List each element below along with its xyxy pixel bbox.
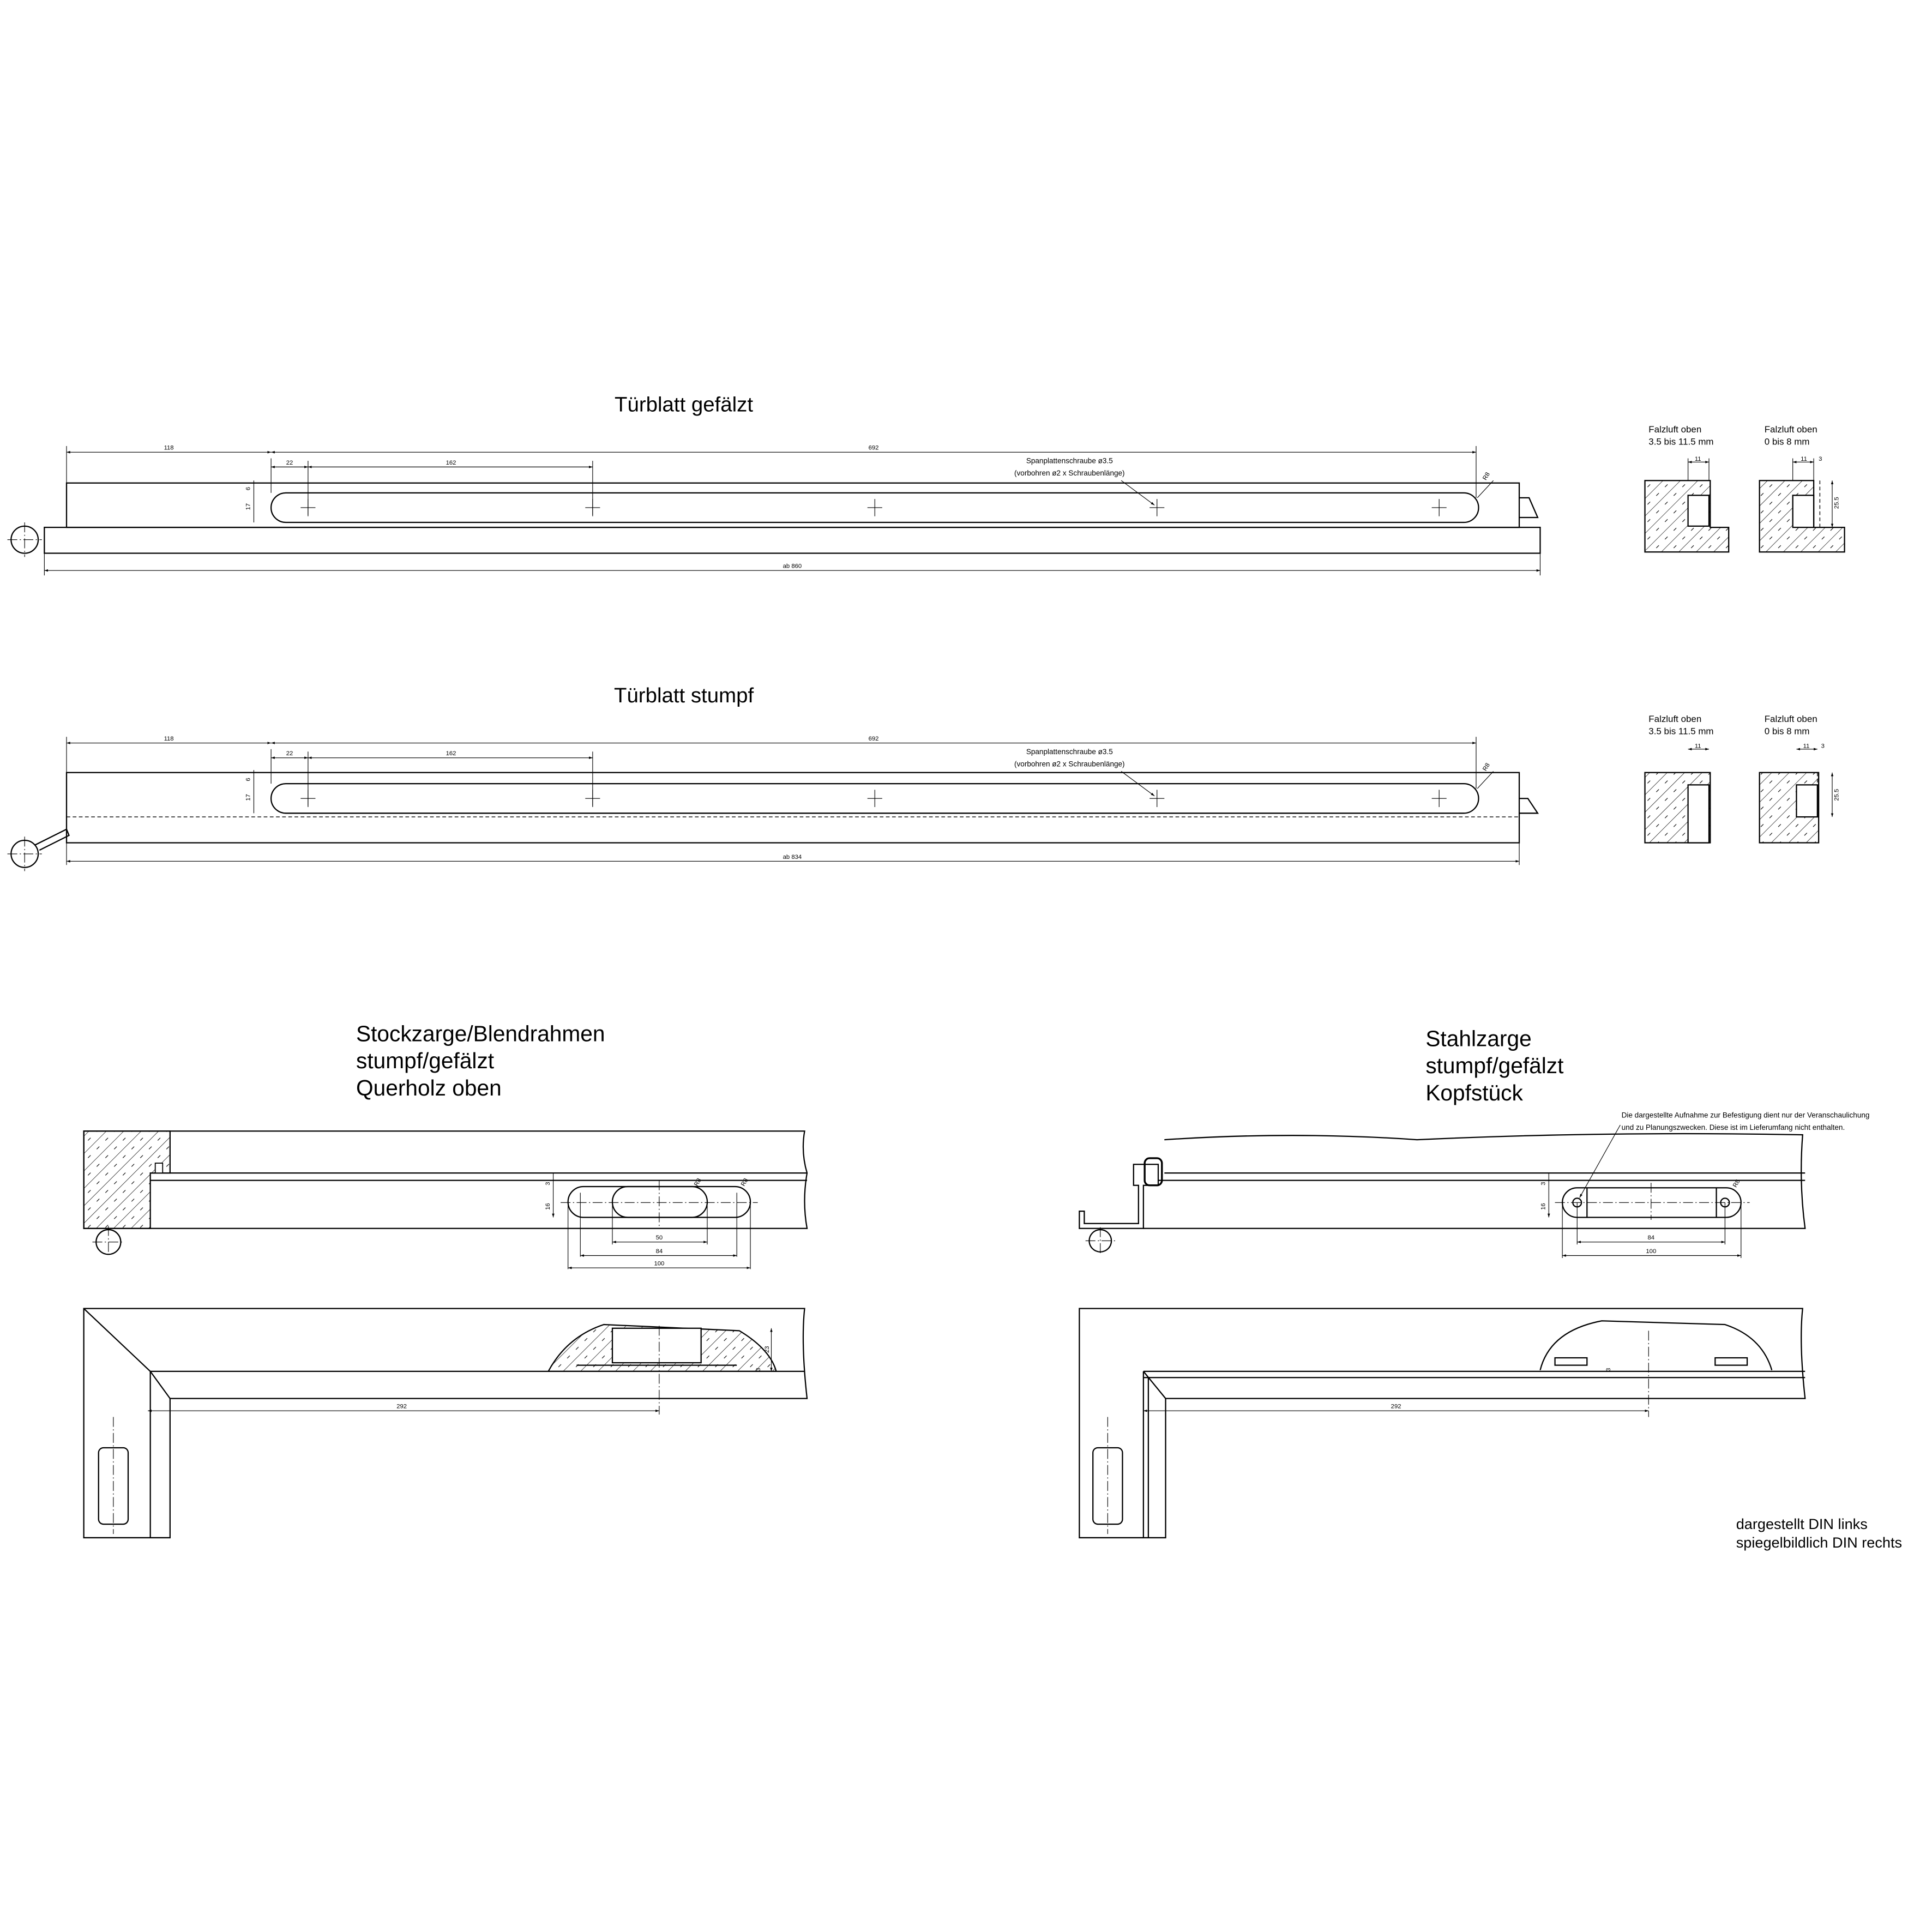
dim-11: 11 <box>1801 456 1807 462</box>
screw-note: Spanplattenschraube ø3.5 <box>1026 457 1113 465</box>
section-label: Falzluft oben <box>1765 714 1817 724</box>
dim-r8: R8 <box>693 1177 703 1187</box>
dim-692: 692 <box>869 445 879 452</box>
screw-crosses <box>300 499 1447 516</box>
latch <box>1519 497 1539 519</box>
dim-16: 16 <box>545 1203 551 1210</box>
note-line-2: und zu Planungszwecken. Diese ist im Lie… <box>1622 1123 1845 1131</box>
din-note-1: dargestellt DIN links <box>1736 1515 1868 1532</box>
seal <box>154 1163 164 1174</box>
dim-r8: R8 <box>1482 471 1491 481</box>
dim-3: 3 <box>1821 743 1825 750</box>
dim-r8: R8 <box>1482 762 1491 772</box>
dim-22: 22 <box>286 460 293 466</box>
view-subtitle: stumpf/gefälzt <box>1425 1053 1563 1078</box>
dim-162: 162 <box>446 460 456 466</box>
section-b-top: Falzluft oben 0 bis 8 mm 11 3 25.5 <box>1759 424 1845 553</box>
dim-84: 84 <box>1648 1235 1655 1241</box>
slot <box>270 783 1479 814</box>
section-a-top: Falzluft oben 3.5 bis 11.5 mm 11 <box>1644 424 1730 553</box>
dim-17: 17 <box>245 794 252 801</box>
section-label: Falzluft oben <box>1648 714 1701 724</box>
dim-17: 17 <box>245 503 252 510</box>
dim-r8-2: R8 <box>740 1177 750 1187</box>
view-title: Stockzarge/Blendrahmen <box>356 1021 605 1046</box>
dim-overall: ab 834 <box>783 854 802 860</box>
mount-plate-2 <box>1714 1357 1748 1366</box>
dim-118: 118 <box>164 736 174 742</box>
slot-inner <box>611 1185 708 1218</box>
dim-16: 16 <box>1540 1203 1546 1210</box>
section-range: 0 bis 8 mm <box>1765 726 1810 737</box>
dim-3b: 3 <box>755 1368 762 1371</box>
dim-292: 292 <box>1391 1404 1401 1410</box>
stahlzarge-view: Stahlzarge stumpf/gefälzt Kopfstück Die … <box>1079 1026 1870 1539</box>
cutout-outline <box>1539 1320 1773 1370</box>
dim-11: 11 <box>1695 743 1701 750</box>
dim-50: 50 <box>656 1235 663 1241</box>
hinge-pin <box>1092 1447 1123 1525</box>
dim-292: 292 <box>396 1404 407 1410</box>
dim-22: 22 <box>286 750 293 757</box>
dim-100: 100 <box>1646 1248 1656 1255</box>
dim-3: 3 <box>545 1182 551 1185</box>
section-label: Falzluft oben <box>1648 424 1701 435</box>
mount-plate <box>1554 1357 1588 1366</box>
turblatt-stumpf-view: Türblatt stumpf 118 692 22 162 6 17 Span… <box>7 684 1539 871</box>
view-subtitle-2: Querholz oben <box>356 1075 502 1100</box>
dim-6: 6 <box>245 778 252 781</box>
section-b-bottom: Falzluft oben 0 bis 8 mm 11 3 25.5 <box>1759 714 1840 844</box>
seal <box>1143 1157 1163 1187</box>
dim-overall: ab 860 <box>783 563 802 570</box>
dim-23: 23 <box>764 1346 771 1353</box>
view-title: Stahlzarge <box>1425 1026 1531 1051</box>
section-a-bottom: Falzluft oben 3.5 bis 11.5 mm 11 <box>1644 714 1714 844</box>
turblatt-gefalzt-view: Türblatt gefälzt 118 692 22 162 6 17 Spa… <box>7 393 1541 576</box>
dim-11: 11 <box>1695 456 1701 462</box>
screw-note: Spanplattenschraube ø3.5 <box>1026 748 1113 756</box>
section-range: 0 bis 8 mm <box>1765 437 1810 447</box>
din-note-2: spiegelbildlich DIN rechts <box>1736 1534 1902 1551</box>
frame-bar <box>44 526 1541 554</box>
screw-crosses <box>300 790 1447 808</box>
dim-100: 100 <box>654 1261 664 1267</box>
dim-692: 692 <box>869 736 879 742</box>
view-title: Türblatt gefälzt <box>615 393 753 417</box>
hinge-pin <box>98 1447 129 1525</box>
door-leaf <box>65 772 1520 844</box>
latch <box>1519 798 1539 814</box>
screw-note-2: (vorbohren ø2 x Schraubenlänge) <box>1014 760 1125 768</box>
dim-3: 3 <box>1540 1182 1546 1185</box>
dim-3: 3 <box>1819 456 1822 462</box>
section-range: 3.5 bis 11.5 mm <box>1648 437 1713 447</box>
dim-25-5: 25.5 <box>1833 789 1840 801</box>
falzluft-sections: Falzluft oben 3.5 bis 11.5 mm 11 Falzluf… <box>1644 424 1845 844</box>
note-line-1: Die dargestellte Aufnahme zur Befestigun… <box>1622 1111 1870 1119</box>
dim-118: 118 <box>164 445 174 452</box>
dim-11: 11 <box>1803 743 1810 750</box>
section-label: Falzluft oben <box>1765 424 1817 435</box>
view-subtitle-2: Kopfstück <box>1425 1080 1523 1105</box>
slot <box>270 492 1479 523</box>
dim-84: 84 <box>656 1248 663 1255</box>
section-range: 3.5 bis 11.5 mm <box>1648 726 1713 737</box>
frame-section <box>83 1130 171 1229</box>
dim-6: 6 <box>245 487 252 490</box>
screw-note-2: (vorbohren ø2 x Schraubenlänge) <box>1014 469 1125 477</box>
dim-3b: 3 <box>1605 1368 1612 1371</box>
steel-profile <box>1079 1164 1159 1229</box>
view-subtitle: stumpf/gefälzt <box>356 1048 494 1073</box>
dim-25-5: 25.5 <box>1833 497 1840 509</box>
dim-162: 162 <box>446 750 456 757</box>
door-leaf <box>65 482 1520 528</box>
stockzarge-view: Stockzarge/Blendrahmen stumpf/gefälzt Qu… <box>83 1021 808 1539</box>
view-title: Türblatt stumpf <box>614 684 754 707</box>
